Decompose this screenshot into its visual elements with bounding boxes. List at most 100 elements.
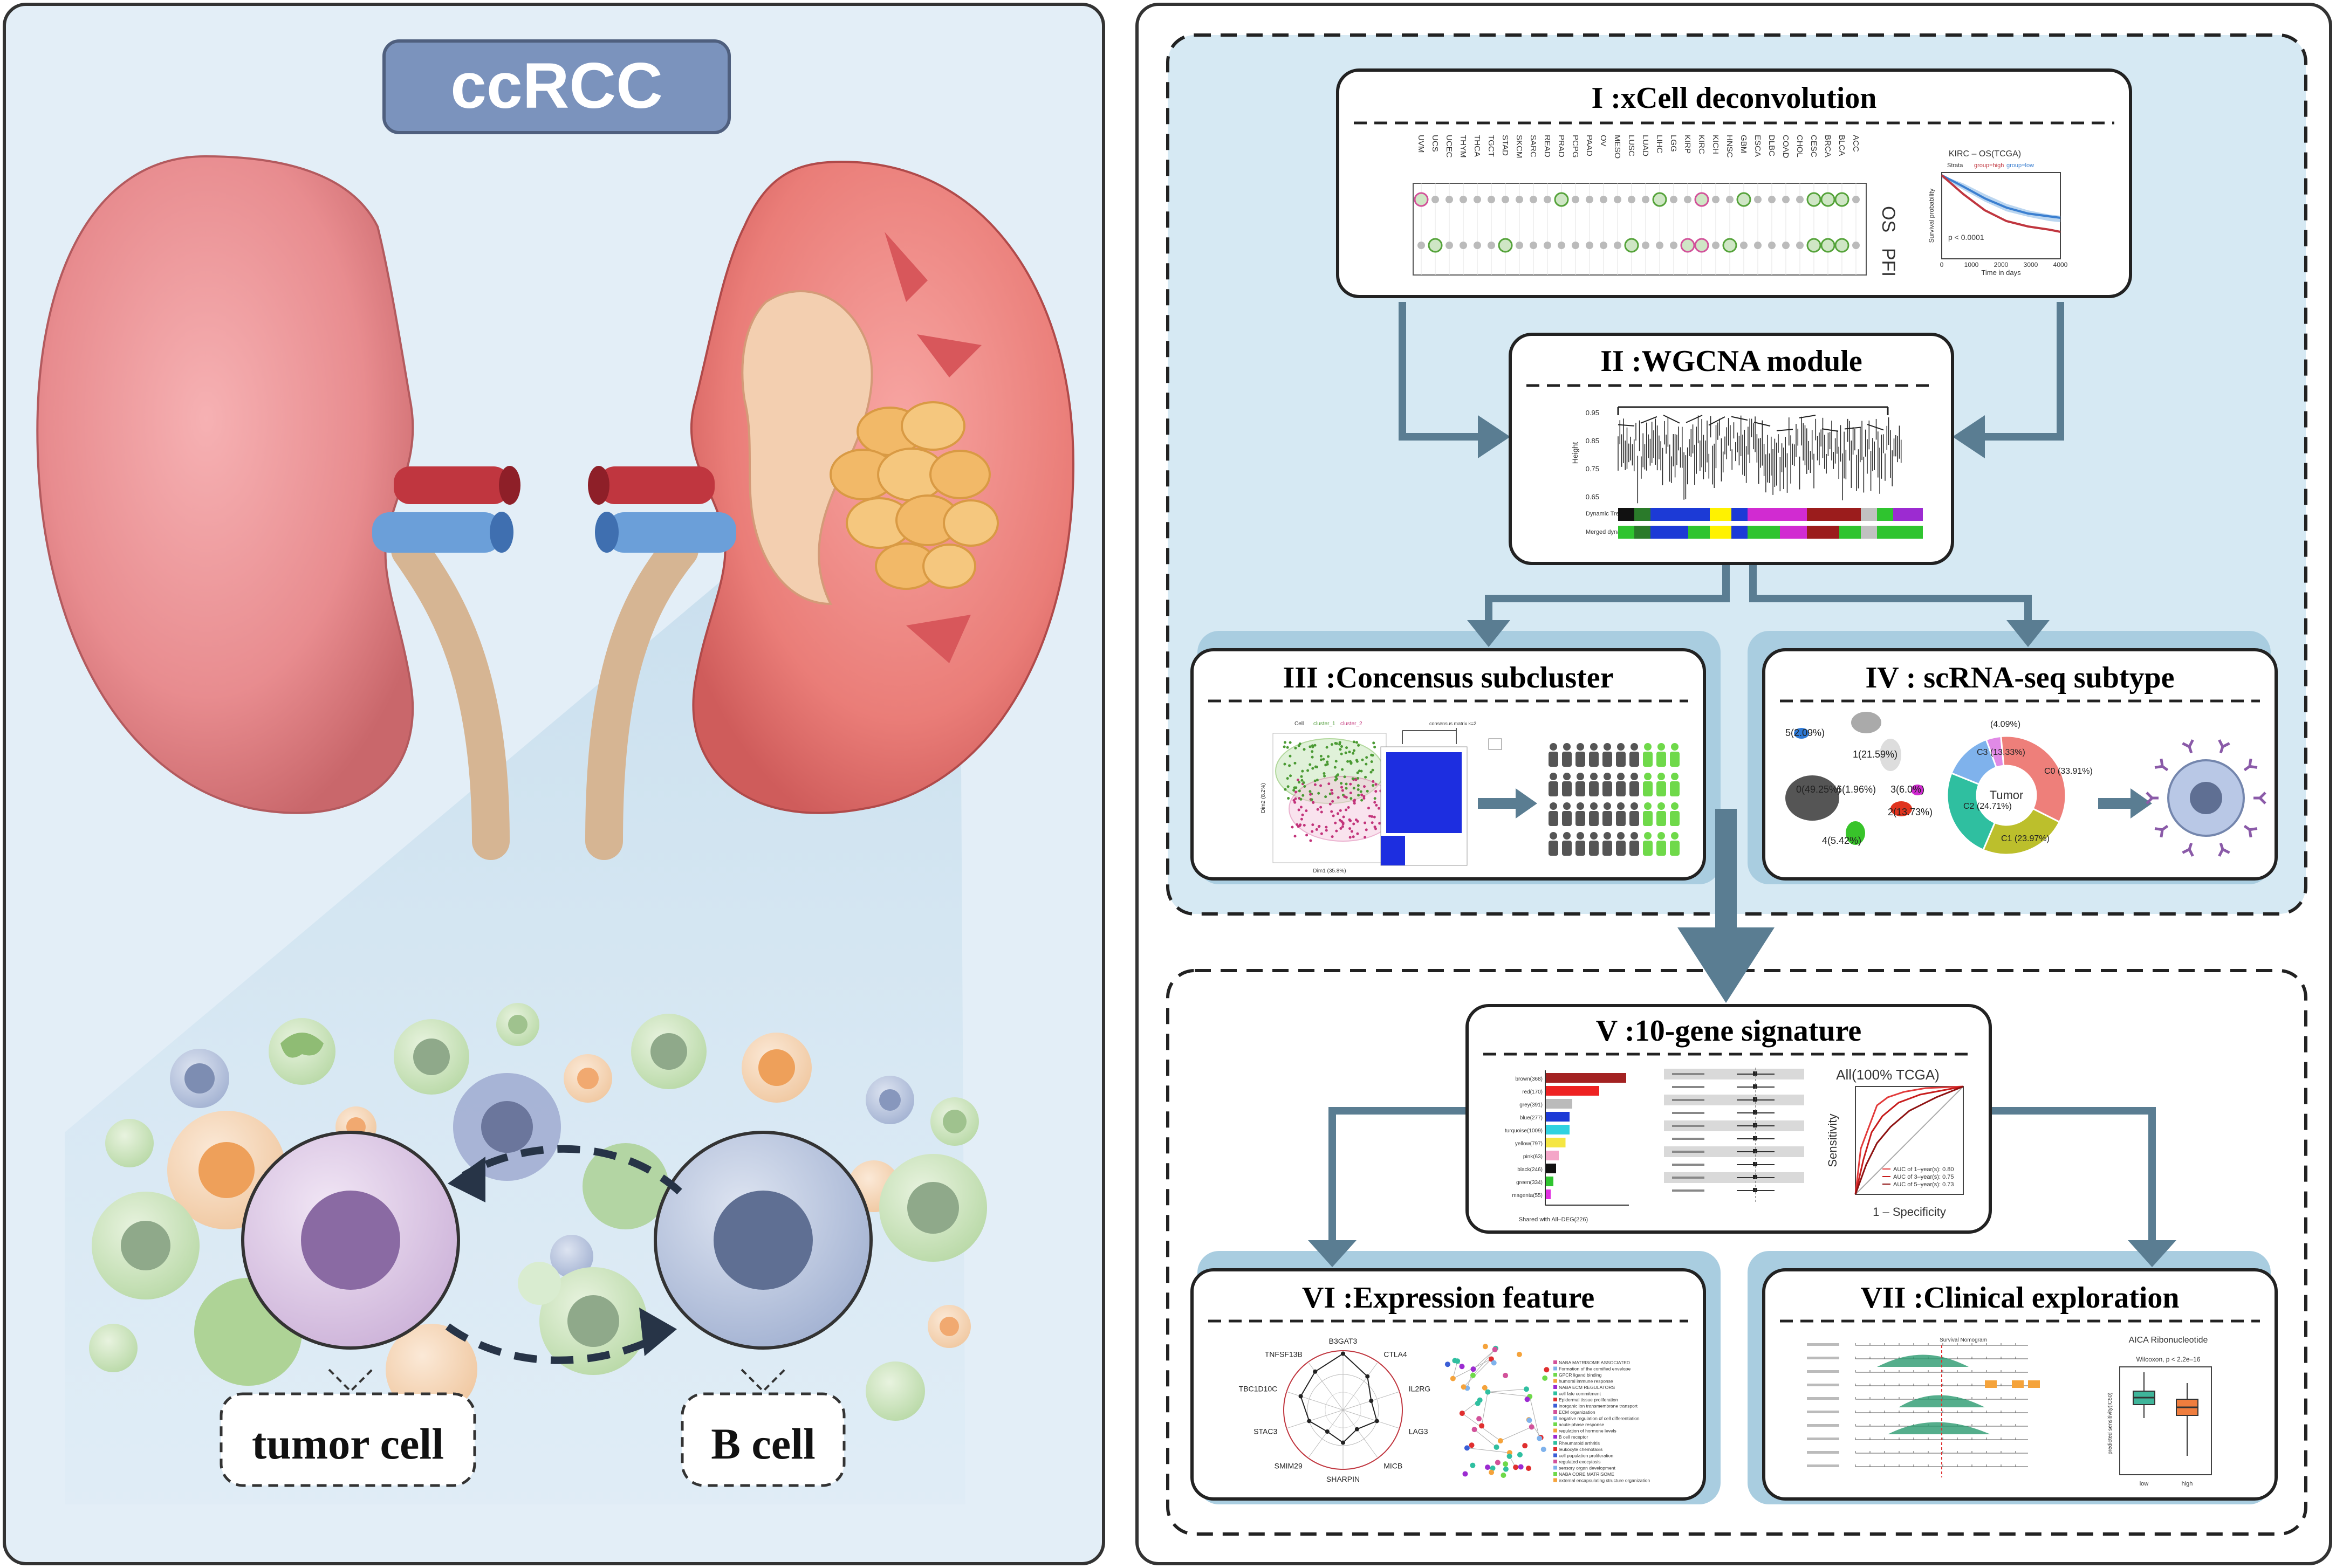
network-legend-entry: B cell receptor bbox=[1559, 1434, 1588, 1440]
renal-pelvis bbox=[741, 290, 873, 606]
b-cell-label: B cell bbox=[711, 1419, 816, 1468]
bar bbox=[1545, 1073, 1626, 1083]
bar-label: pink(63) bbox=[1523, 1154, 1543, 1160]
os-dot bbox=[1488, 196, 1495, 203]
os-dot bbox=[1754, 196, 1762, 203]
radar-gene-label: IL2RG bbox=[1409, 1384, 1430, 1393]
cancer-type-label: BLCA bbox=[1837, 135, 1846, 156]
cancer-type-label: LGG bbox=[1669, 135, 1678, 152]
network-legend-entry: Rheumatoid arthritis bbox=[1559, 1441, 1600, 1446]
cancer-type-label: LUSC bbox=[1627, 135, 1636, 156]
step-5-box: V :10-gene signature brown(368)red(170)g… bbox=[1465, 1004, 1992, 1234]
network-legend-entry: cell fate commitment bbox=[1559, 1391, 1601, 1397]
radar-gene-label: TNFSF13B bbox=[1265, 1350, 1303, 1358]
left-kidney bbox=[36, 155, 414, 814]
cancer-type-label: THYM bbox=[1458, 135, 1468, 158]
cancer-type-label: THCA bbox=[1472, 135, 1482, 157]
pfi-dot bbox=[1680, 238, 1695, 253]
cancer-type-label: KICH bbox=[1711, 135, 1720, 154]
os-dot bbox=[1768, 196, 1776, 203]
step-3-box: III :Concensus subcluster Cell cluster_1… bbox=[1190, 648, 1706, 881]
bar bbox=[1545, 1112, 1570, 1122]
bar-label: brown(368) bbox=[1515, 1076, 1543, 1082]
bar bbox=[1545, 1164, 1556, 1173]
svg-text:Cell: Cell bbox=[1294, 721, 1304, 727]
cancer-type-label: ESCA bbox=[1753, 135, 1762, 157]
os-dot bbox=[1414, 192, 1429, 207]
network-legend-entry: NABA ECM REGULATORS bbox=[1559, 1385, 1615, 1390]
cancer-type-label: PCPG bbox=[1571, 135, 1580, 158]
bar bbox=[1545, 1177, 1553, 1186]
right-renal-vein bbox=[607, 512, 736, 553]
b-cell bbox=[654, 1131, 873, 1350]
pfi-dot bbox=[1446, 242, 1453, 249]
bar bbox=[1545, 1086, 1599, 1096]
umap-labels: 5(2.09%)1(21.59%)0(49.25%)6(1.96%)3(6.0%… bbox=[1785, 727, 1933, 846]
cancer-type-label: PRAD bbox=[1557, 135, 1566, 157]
cancer-type-label: GBM bbox=[1739, 135, 1748, 153]
pfi-dot bbox=[1530, 242, 1537, 249]
os-dot bbox=[1684, 196, 1691, 203]
cancer-type-label: CESC bbox=[1809, 135, 1818, 157]
pfi-dot bbox=[1428, 238, 1443, 253]
pfi-dot bbox=[1782, 242, 1790, 249]
module-color-bars bbox=[1618, 508, 1923, 539]
cancer-type-label: COAD bbox=[1781, 135, 1790, 159]
network-legend-entry: leukocyte chemotaxis bbox=[1559, 1447, 1602, 1452]
network-legend-entry: cell population proliferation bbox=[1559, 1453, 1613, 1459]
pfi-dot bbox=[1712, 242, 1720, 249]
b-cell-label-box bbox=[681, 1392, 846, 1487]
left-panel: ccRCC bbox=[3, 3, 1105, 1565]
pfi-dot bbox=[1834, 238, 1849, 253]
cancer-type-label: PAAD bbox=[1585, 135, 1594, 156]
bar bbox=[1545, 1138, 1566, 1147]
radar-chart: B3GAT3CTLA4IL2RGLAG3MICBSHARPINSMIM29STA… bbox=[1239, 1337, 1431, 1483]
pfi-dot bbox=[1796, 242, 1804, 249]
svg-text:Strata: Strata bbox=[1947, 162, 1963, 169]
dendro-y-tick: 0.85 bbox=[1586, 437, 1599, 445]
svg-text:Shared with All–DEG(226): Shared with All–DEG(226) bbox=[1519, 1216, 1588, 1223]
tumor-cell-label-box bbox=[220, 1392, 476, 1487]
patient-subclusters bbox=[1549, 743, 1680, 856]
svg-text:Dim2 (8.2%): Dim2 (8.2%) bbox=[1261, 783, 1266, 813]
bar bbox=[1545, 1125, 1570, 1134]
donut-label: C2 (24.71%) bbox=[1963, 802, 2012, 811]
cancer-type-label: LUAD bbox=[1641, 135, 1650, 156]
pfi-dot bbox=[1694, 238, 1709, 253]
network-legend-entry: humoral immune response bbox=[1559, 1379, 1613, 1384]
pfi-dot bbox=[1474, 242, 1481, 249]
bar bbox=[1545, 1189, 1551, 1199]
radar-gene-label: SHARPIN bbox=[1326, 1475, 1360, 1483]
module-overlap-bar-chart: brown(368)red(170)grey(391)blue(277)turq… bbox=[1505, 1070, 1629, 1206]
bar-label: yellow(797) bbox=[1515, 1141, 1543, 1147]
cancer-type-label: KIRC bbox=[1697, 135, 1706, 154]
pfi-dot bbox=[1820, 238, 1835, 253]
os-dot bbox=[1642, 196, 1649, 203]
pfi-dot bbox=[1624, 238, 1639, 253]
km-pvalue: p < 0.0001 bbox=[1948, 233, 1984, 242]
pfi-dot bbox=[1656, 242, 1663, 249]
cancer-type-label: SKCM bbox=[1515, 135, 1524, 158]
radar-gene-label: MICB bbox=[1383, 1462, 1402, 1470]
pfi-dot bbox=[1614, 242, 1621, 249]
survival-nomogram bbox=[1807, 1343, 2040, 1477]
bar-label: magenta(55) bbox=[1512, 1193, 1543, 1199]
km-x-tick: 2000 bbox=[1994, 261, 2009, 269]
network-legend-entry: regulation of hormone levels bbox=[1559, 1428, 1616, 1434]
tumor-donut-chart bbox=[1946, 735, 2067, 856]
donut-label: C0 (33.91%) bbox=[2044, 767, 2093, 776]
os-dot bbox=[1820, 192, 1835, 207]
cancer-type-label: BRCA bbox=[1823, 135, 1832, 157]
km-x-tick: 1000 bbox=[1964, 261, 1979, 269]
radar-gene-label: STAC3 bbox=[1253, 1427, 1277, 1436]
right-renal-artery bbox=[599, 466, 715, 504]
svg-text:predicted sensitivity(IC50): predicted sensitivity(IC50) bbox=[2107, 1392, 2113, 1454]
right-ureter bbox=[585, 531, 698, 860]
os-row-label: OS bbox=[1878, 206, 1899, 232]
step-2-box: II :WGCNA module Height 0.950.850.750.65… bbox=[1509, 333, 1954, 565]
network-legend-entry: NABA MATRISOME ASSOCIATED bbox=[1559, 1360, 1630, 1365]
km-high-curve bbox=[1941, 174, 2061, 233]
